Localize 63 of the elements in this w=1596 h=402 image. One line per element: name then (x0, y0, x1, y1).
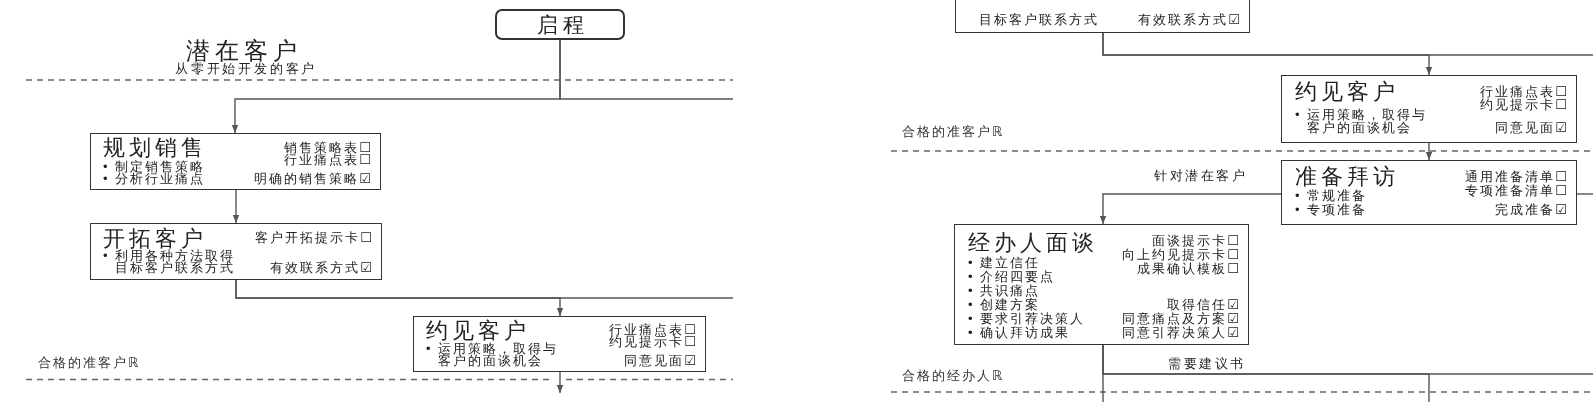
checklist-item: 销售策略表☐ (284, 142, 373, 154)
checklist-item: 客户开拓提示卡☐ (255, 232, 374, 244)
connector-arrow (556, 371, 564, 394)
step-title: 准备拜访 (1295, 166, 1399, 188)
bullet-text: • 分析行业痛点 (103, 173, 206, 185)
process-box (1281, 160, 1577, 225)
step-title: 经办人面谈 (968, 232, 1098, 254)
bullet-text: • 介绍四要点 (968, 270, 1056, 284)
process-box (90, 133, 381, 190)
connector-line (1102, 32, 1594, 56)
checklist-item: 通用准备清单☐ (1465, 170, 1569, 184)
stage-note: 合格的经办人ℝ (902, 368, 1005, 383)
checklist-item: 完成准备☑ (1495, 203, 1569, 217)
checklist-item: 有效联系方式☑ (1138, 14, 1242, 26)
process-box (413, 316, 706, 372)
bullet-text: • 创建方案 (968, 298, 1041, 312)
checklist-item: 同意见面☑ (1495, 121, 1569, 134)
connector-arrow (1425, 142, 1433, 161)
step-title: 约见客户 (1295, 81, 1400, 103)
bullet-text: • 专项准备 (1295, 203, 1368, 217)
bullet-text: • 要求引荐决策人 (968, 312, 1086, 326)
bullet-text: • 共识痛点 (968, 284, 1041, 298)
checklist-item: 有效联系方式☑ (270, 262, 374, 274)
bullet-text: • 确认拜访成果 (968, 326, 1071, 340)
step-title: 约见客户 (426, 320, 531, 342)
checklist-item: 行业痛点表☐ (284, 154, 373, 166)
bullet-text: • 运用策略，取得与客户的面谈机会 (1295, 108, 1429, 134)
bullet-text: • 建立信任 (968, 256, 1041, 270)
bullet-text: 目标客户联系方式 (979, 14, 1099, 26)
checklist-item: 约见提示卡☐ (609, 335, 698, 347)
checklist-item: 约见提示卡☐ (1480, 98, 1569, 111)
connector-line (559, 39, 734, 100)
stage-note: 合格的准客户ℝ (38, 355, 141, 370)
connector-line (1102, 344, 1594, 375)
bullet-text: • 制定销售策略 (103, 161, 206, 173)
step-title: 开拓客户 (103, 228, 207, 250)
checklist-item: 行业痛点表☐ (1480, 85, 1569, 98)
checklist-item: 行业痛点表☐ (609, 324, 698, 336)
checklist-item: 向上约见提示卡☐ (1122, 248, 1241, 262)
checklist-item: 面谈提示卡☐ (1152, 234, 1241, 248)
checklist-item: 同意痛点及方案☑ (1122, 312, 1241, 326)
start-label: 启程 (535, 12, 589, 37)
connector-arrow (232, 189, 240, 224)
process-box (90, 223, 382, 280)
start-box (495, 9, 625, 40)
process-box (955, 0, 1250, 33)
connector-arrow (1099, 193, 1282, 225)
connector-line (1576, 193, 1594, 195)
checklist-item: 成果确认模板☐ (1137, 262, 1241, 276)
section-subheading: 从零开始开发的客户 (175, 62, 318, 76)
checklist-item: 明确的销售策略☑ (254, 173, 373, 185)
checklist-item: 专项准备清单☐ (1465, 184, 1569, 198)
checklist-item: 同意见面☑ (624, 354, 698, 366)
checklist-item: 同意引荐决策人☑ (1122, 326, 1241, 340)
bullet-text: • 利用各种方法取得目标客户联系方式 (103, 250, 237, 274)
connector-line (235, 279, 734, 299)
stage-note: 合格的准客户ℝ (902, 124, 1005, 139)
process-box (1281, 75, 1577, 143)
checklist-item: 取得信任☑ (1167, 298, 1241, 312)
bullet-text: • 常规准备 (1295, 189, 1368, 203)
process-box (954, 224, 1249, 345)
bullet-text: • 运用策略，取得与客户的面谈机会 (426, 343, 560, 366)
step-title: 规划销售 (103, 137, 207, 159)
